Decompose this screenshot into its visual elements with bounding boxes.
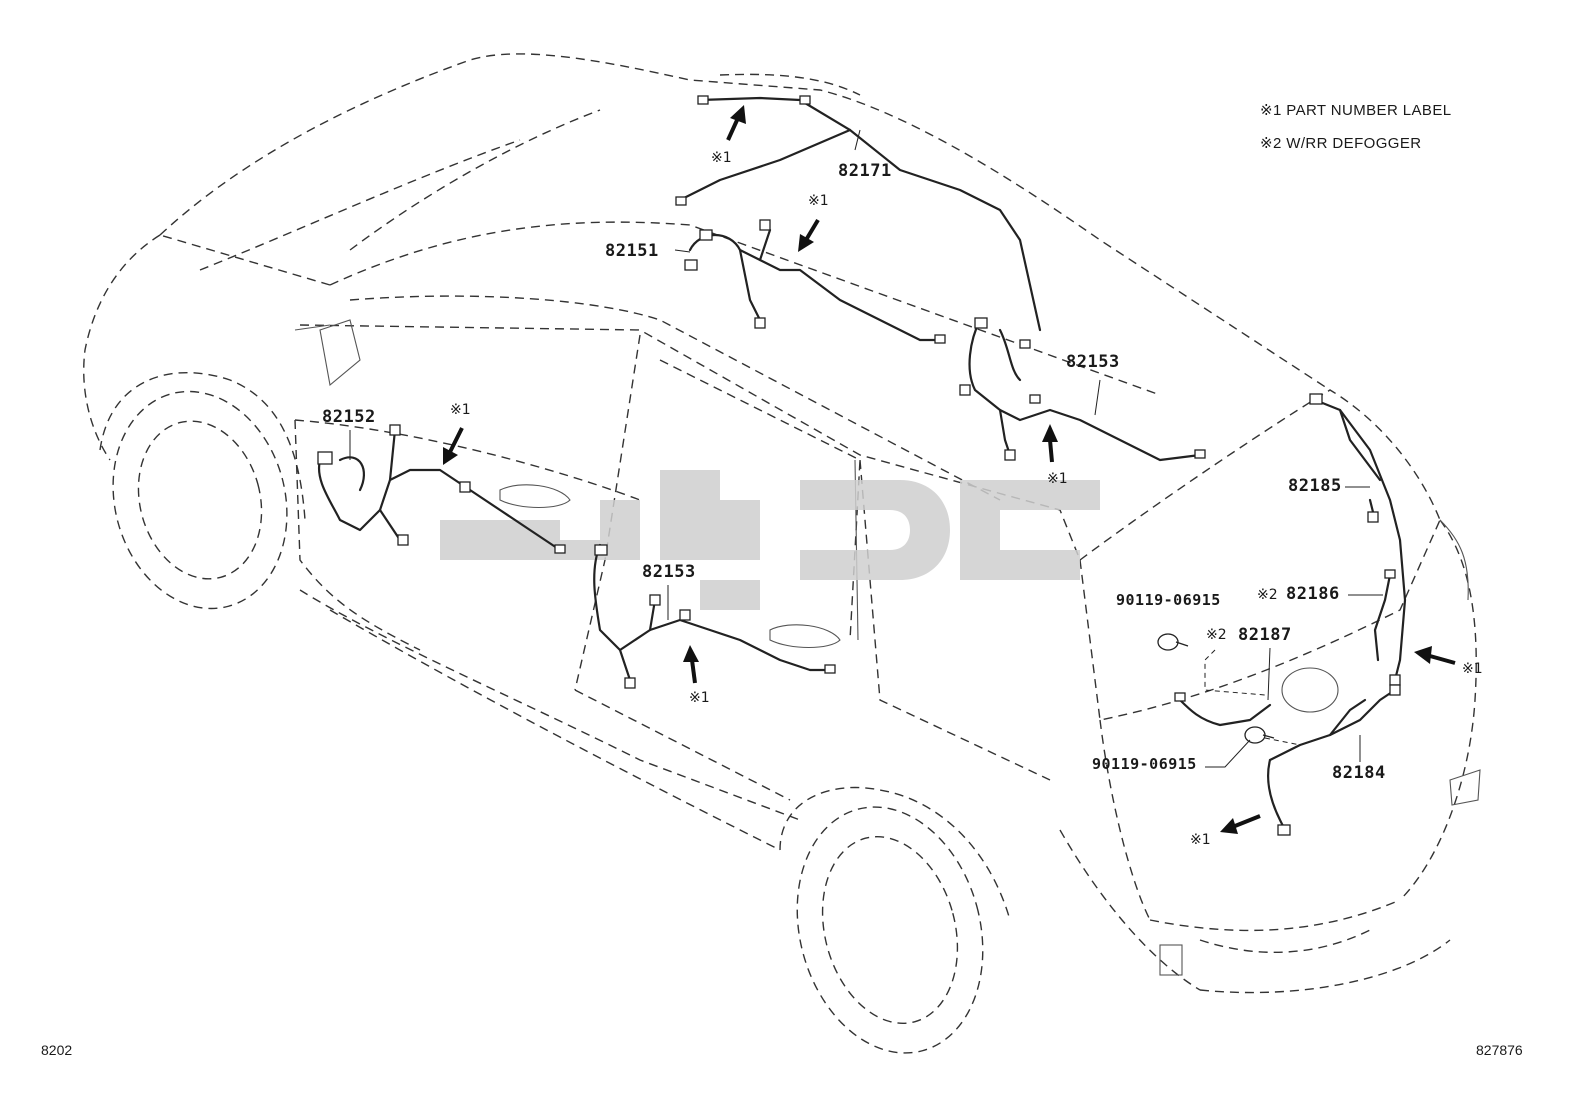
harness-82185	[1309, 393, 1407, 686]
harness-82171	[675, 95, 1042, 349]
mark-label-roof-front: ※1	[711, 150, 732, 166]
harness-82153-rear	[959, 317, 1206, 462]
drawing-number: 827876	[1476, 1042, 1523, 1058]
part-label-82187[interactable]: 82187	[1238, 625, 1292, 645]
part-label-82186[interactable]: 82186	[1286, 584, 1340, 604]
bolt-lower-icon	[1244, 726, 1275, 744]
car-body-outline	[83, 53, 1481, 1054]
harness-82187	[1174, 692, 1272, 727]
part-label-bolt-upper[interactable]: 90119-06915	[1116, 591, 1221, 609]
mark-label-82152: ※1	[450, 402, 471, 418]
mark-label-82153-rear: ※1	[1047, 471, 1068, 487]
mark-defogger-82187: ※2	[1206, 627, 1227, 643]
watermark-shapes	[440, 470, 1100, 610]
part-label-bolt-lower[interactable]: 90119-06915	[1092, 755, 1197, 773]
mark-label-82153-door: ※1	[689, 690, 710, 706]
bolt-upper-icon	[1157, 633, 1189, 651]
harness-82151	[684, 219, 946, 344]
mark-label-82151: ※1	[808, 193, 829, 209]
harness-82152	[317, 424, 566, 554]
label-arrows	[443, 105, 1456, 834]
part-label-82152[interactable]: 82152	[322, 407, 376, 427]
part-label-82185[interactable]: 82185	[1288, 476, 1342, 496]
legend-part-number-label: ※1 PART NUMBER LABEL	[1260, 102, 1452, 119]
harness-82186	[1373, 569, 1396, 662]
mark-defogger-82186: ※2	[1257, 587, 1278, 603]
part-label-82153-door[interactable]: 82153	[642, 562, 696, 582]
mark-label-82184: ※1	[1190, 832, 1211, 848]
legend-defogger: ※2 W/RR DEFOGGER	[1260, 135, 1422, 152]
part-label-82184[interactable]: 82184	[1332, 763, 1386, 783]
part-label-82153-rear[interactable]: 82153	[1066, 352, 1120, 372]
mark-label-82185: ※1	[1462, 661, 1483, 677]
harness-82184	[1266, 684, 1401, 836]
figure-reference: 8202	[41, 1042, 73, 1058]
leader-lines	[349, 129, 1383, 768]
harness-82153-door	[593, 543, 836, 689]
part-label-82151[interactable]: 82151	[605, 241, 659, 261]
part-label-82171[interactable]: 82171	[838, 161, 892, 181]
